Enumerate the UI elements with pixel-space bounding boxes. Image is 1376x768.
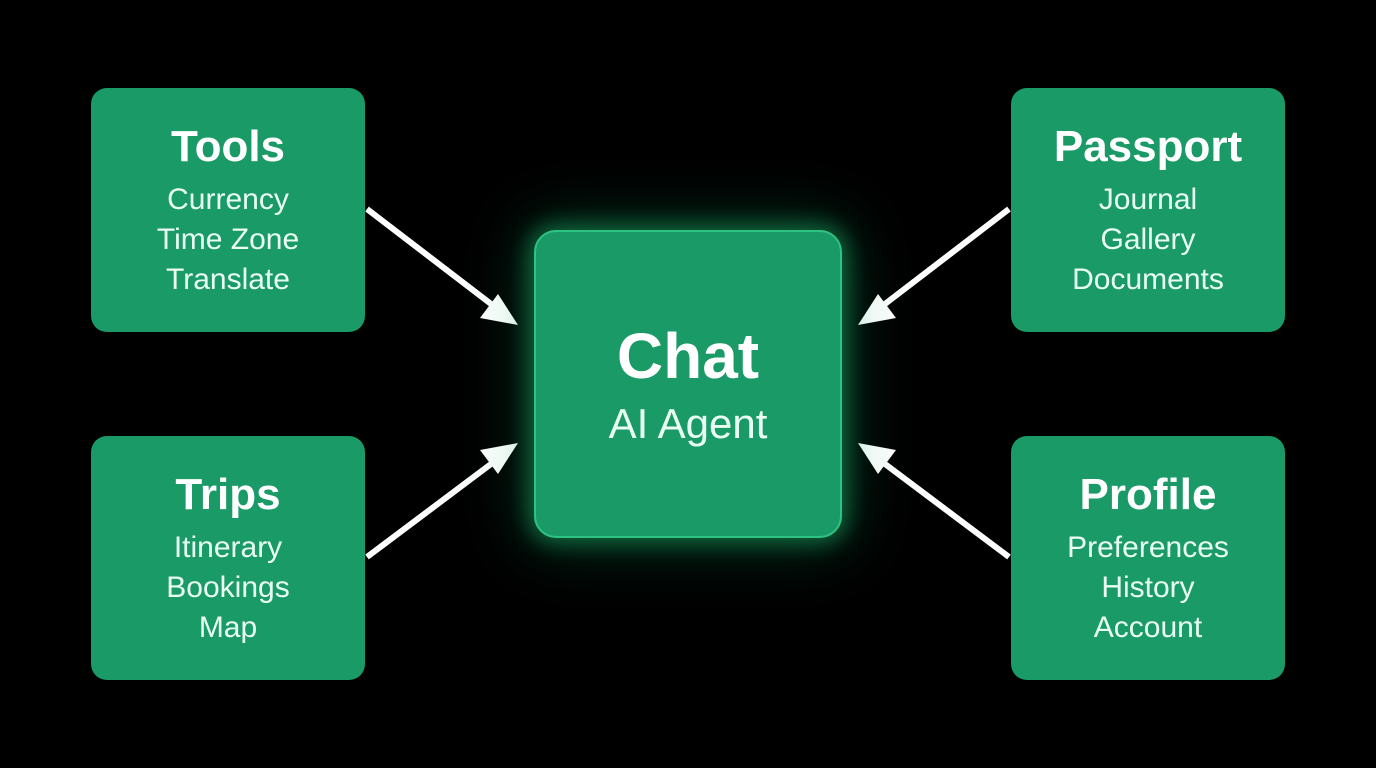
profile-title: Profile: [1079, 470, 1217, 519]
profile-item-history: History: [1101, 571, 1195, 604]
arrow-profile-to-chat: [879, 458, 1011, 560]
tools-item-time-zone: Time Zone: [156, 223, 300, 256]
passport-item-journal: Journal: [1098, 183, 1198, 216]
profile-node: Profile Preferences History Account: [1011, 436, 1285, 680]
arrowhead-tools: [480, 294, 518, 325]
tools-item-translate: Translate: [166, 263, 290, 296]
trips-item-map: Map: [198, 611, 258, 644]
arrowhead-passport: [858, 294, 896, 325]
passport-title: Passport: [1053, 122, 1243, 171]
chat-center-node: Chat AI Agent: [534, 230, 842, 538]
arrow-trips-to-chat: [365, 458, 497, 560]
passport-item-documents: Documents: [1072, 263, 1224, 296]
tools-title: Tools: [170, 122, 286, 171]
passport-node: Passport Journal Gallery Documents: [1011, 88, 1285, 332]
trips-title: Trips: [175, 470, 281, 519]
trips-node: Trips Itinerary Bookings Map: [91, 436, 365, 680]
tools-node: Tools Currency Time Zone Translate: [91, 88, 365, 332]
arrow-passport-to-chat: [879, 206, 1011, 310]
trips-item-bookings: Bookings: [166, 571, 290, 604]
trips-item-itinerary: Itinerary: [173, 531, 283, 564]
arrowhead-trips: [480, 443, 518, 474]
arrow-tools-to-chat: [365, 206, 497, 310]
tools-item-currency: Currency: [167, 183, 289, 216]
profile-item-account: Account: [1093, 611, 1203, 644]
chat-subtitle: AI Agent: [608, 400, 768, 447]
arrowhead-profile: [858, 443, 896, 474]
passport-item-gallery: Gallery: [1100, 223, 1196, 256]
chat-title: Chat: [616, 320, 760, 392]
profile-item-preferences: Preferences: [1067, 531, 1229, 564]
